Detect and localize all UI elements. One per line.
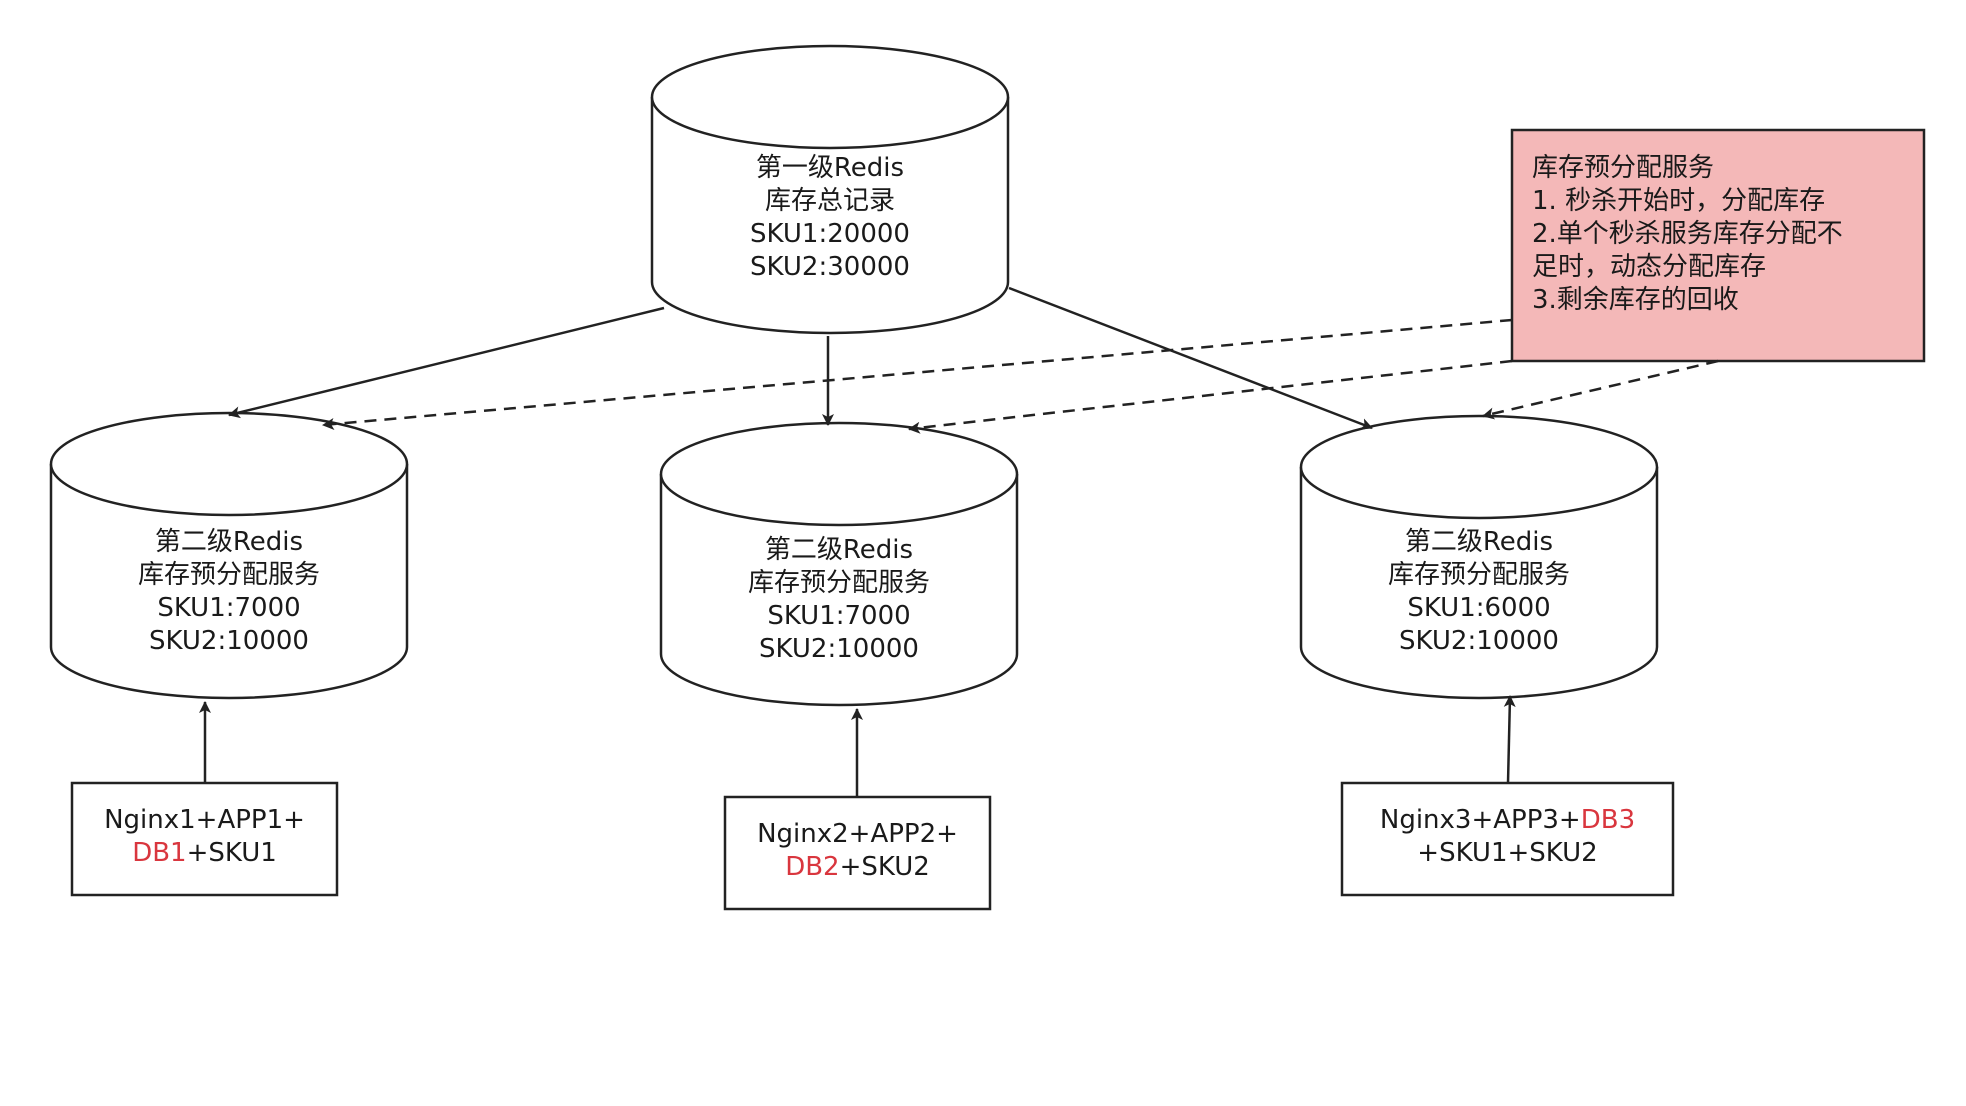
app-box-2 [723,795,992,911]
top-redis-line-1: 第一级Redis [755,153,905,183]
app-box-1-db: DB1 [132,838,187,868]
second-redis-1-line-3: SKU1:7000 [157,593,301,623]
second-redis-3-line-1: 第二级Redis [1404,527,1554,557]
second-redis-3-line-4: SKU2:10000 [1399,626,1559,656]
second-redis-2-line-1: 第二级Redis [764,535,914,565]
note-line-5: 3.剩余库存的回收 [1532,285,1739,315]
top-redis-line-2: 库存总记录 [764,186,895,216]
app-box-1-line-2: DB1+SKU1 [72,837,337,870]
app-box-2-sku: +SKU2 [839,852,930,882]
app-box-1-sku: +SKU1 [186,838,277,868]
app-box-2-line-2: DB2+SKU2 [725,851,990,884]
app-box-3 [1340,781,1675,897]
app-box-3-label: Nginx3+APP3+DB3 +SKU1+SKU2 [1342,804,1673,870]
second-redis-cylinder-3 [1299,414,1659,700]
top-redis-line-4: SKU2:30000 [750,252,910,282]
app-box-1-label: Nginx1+APP1+ DB1+SKU1 [72,804,337,870]
second-redis-1-line-1: 第二级Redis [154,527,304,557]
app-box-2-label: Nginx2+APP2+ DB2+SKU2 [725,818,990,884]
note-line-3: 2.单个秒杀服务库存分配不 [1532,219,1843,249]
second-redis-2-line-4: SKU2:10000 [759,634,919,664]
second-redis-1-line-2: 库存预分配服务 [137,560,320,590]
app-box-3-line-2: +SKU1+SKU2 [1417,838,1598,868]
top-redis-cylinder [650,44,1010,335]
app-box-2-line-1: Nginx2+APP2+ [757,819,958,849]
second-redis-2-line-3: SKU1:7000 [767,601,911,631]
app-box-3-prefix: Nginx3+APP3+ [1379,805,1581,835]
second-redis-cylinder-2 [659,421,1019,707]
app-box-1-line-1: Nginx1+APP1+ [104,805,305,835]
second-redis-label-2: 第二级Redis 库存预分配服务 SKU1:7000 SKU2:10000 [689,534,989,666]
app-arrows [199,695,1516,797]
dashed-arrows [322,318,1719,434]
top-redis-label: 第一级Redis 库存总记录 SKU1:20000 SKU2:30000 [680,152,980,284]
note-line-2: 1. 秒杀开始时，分配库存 [1532,186,1826,216]
app-box-1 [70,781,339,897]
second-redis-1-line-4: SKU2:10000 [149,626,309,656]
second-redis-3-line-2: 库存预分配服务 [1387,560,1570,590]
second-redis-2-line-2: 库存预分配服务 [747,568,930,598]
note-line-1: 库存预分配服务 [1532,153,1715,183]
app-box-3-db: DB3 [1580,805,1636,835]
note-line-4: 足时，动态分配库存 [1532,252,1767,282]
app-box-2-db: DB2 [785,852,840,882]
second-redis-3-line-3: SKU1:6000 [1407,593,1551,623]
app-box-3-line-1: Nginx3+APP3+DB3 [1342,804,1673,837]
second-redis-cylinder-1 [49,411,409,700]
note-label: 库存预分配服务 1. 秒杀开始时，分配库存 2.单个秒杀服务库存分配不 足时，动… [1532,152,1932,317]
note-box [1510,128,1926,363]
second-redis-label-1: 第二级Redis 库存预分配服务 SKU1:7000 SKU2:10000 [79,526,379,658]
top-redis-line-3: SKU1:20000 [750,219,910,249]
second-redis-label-3: 第二级Redis 库存预分配服务 SKU1:6000 SKU2:10000 [1329,526,1629,658]
